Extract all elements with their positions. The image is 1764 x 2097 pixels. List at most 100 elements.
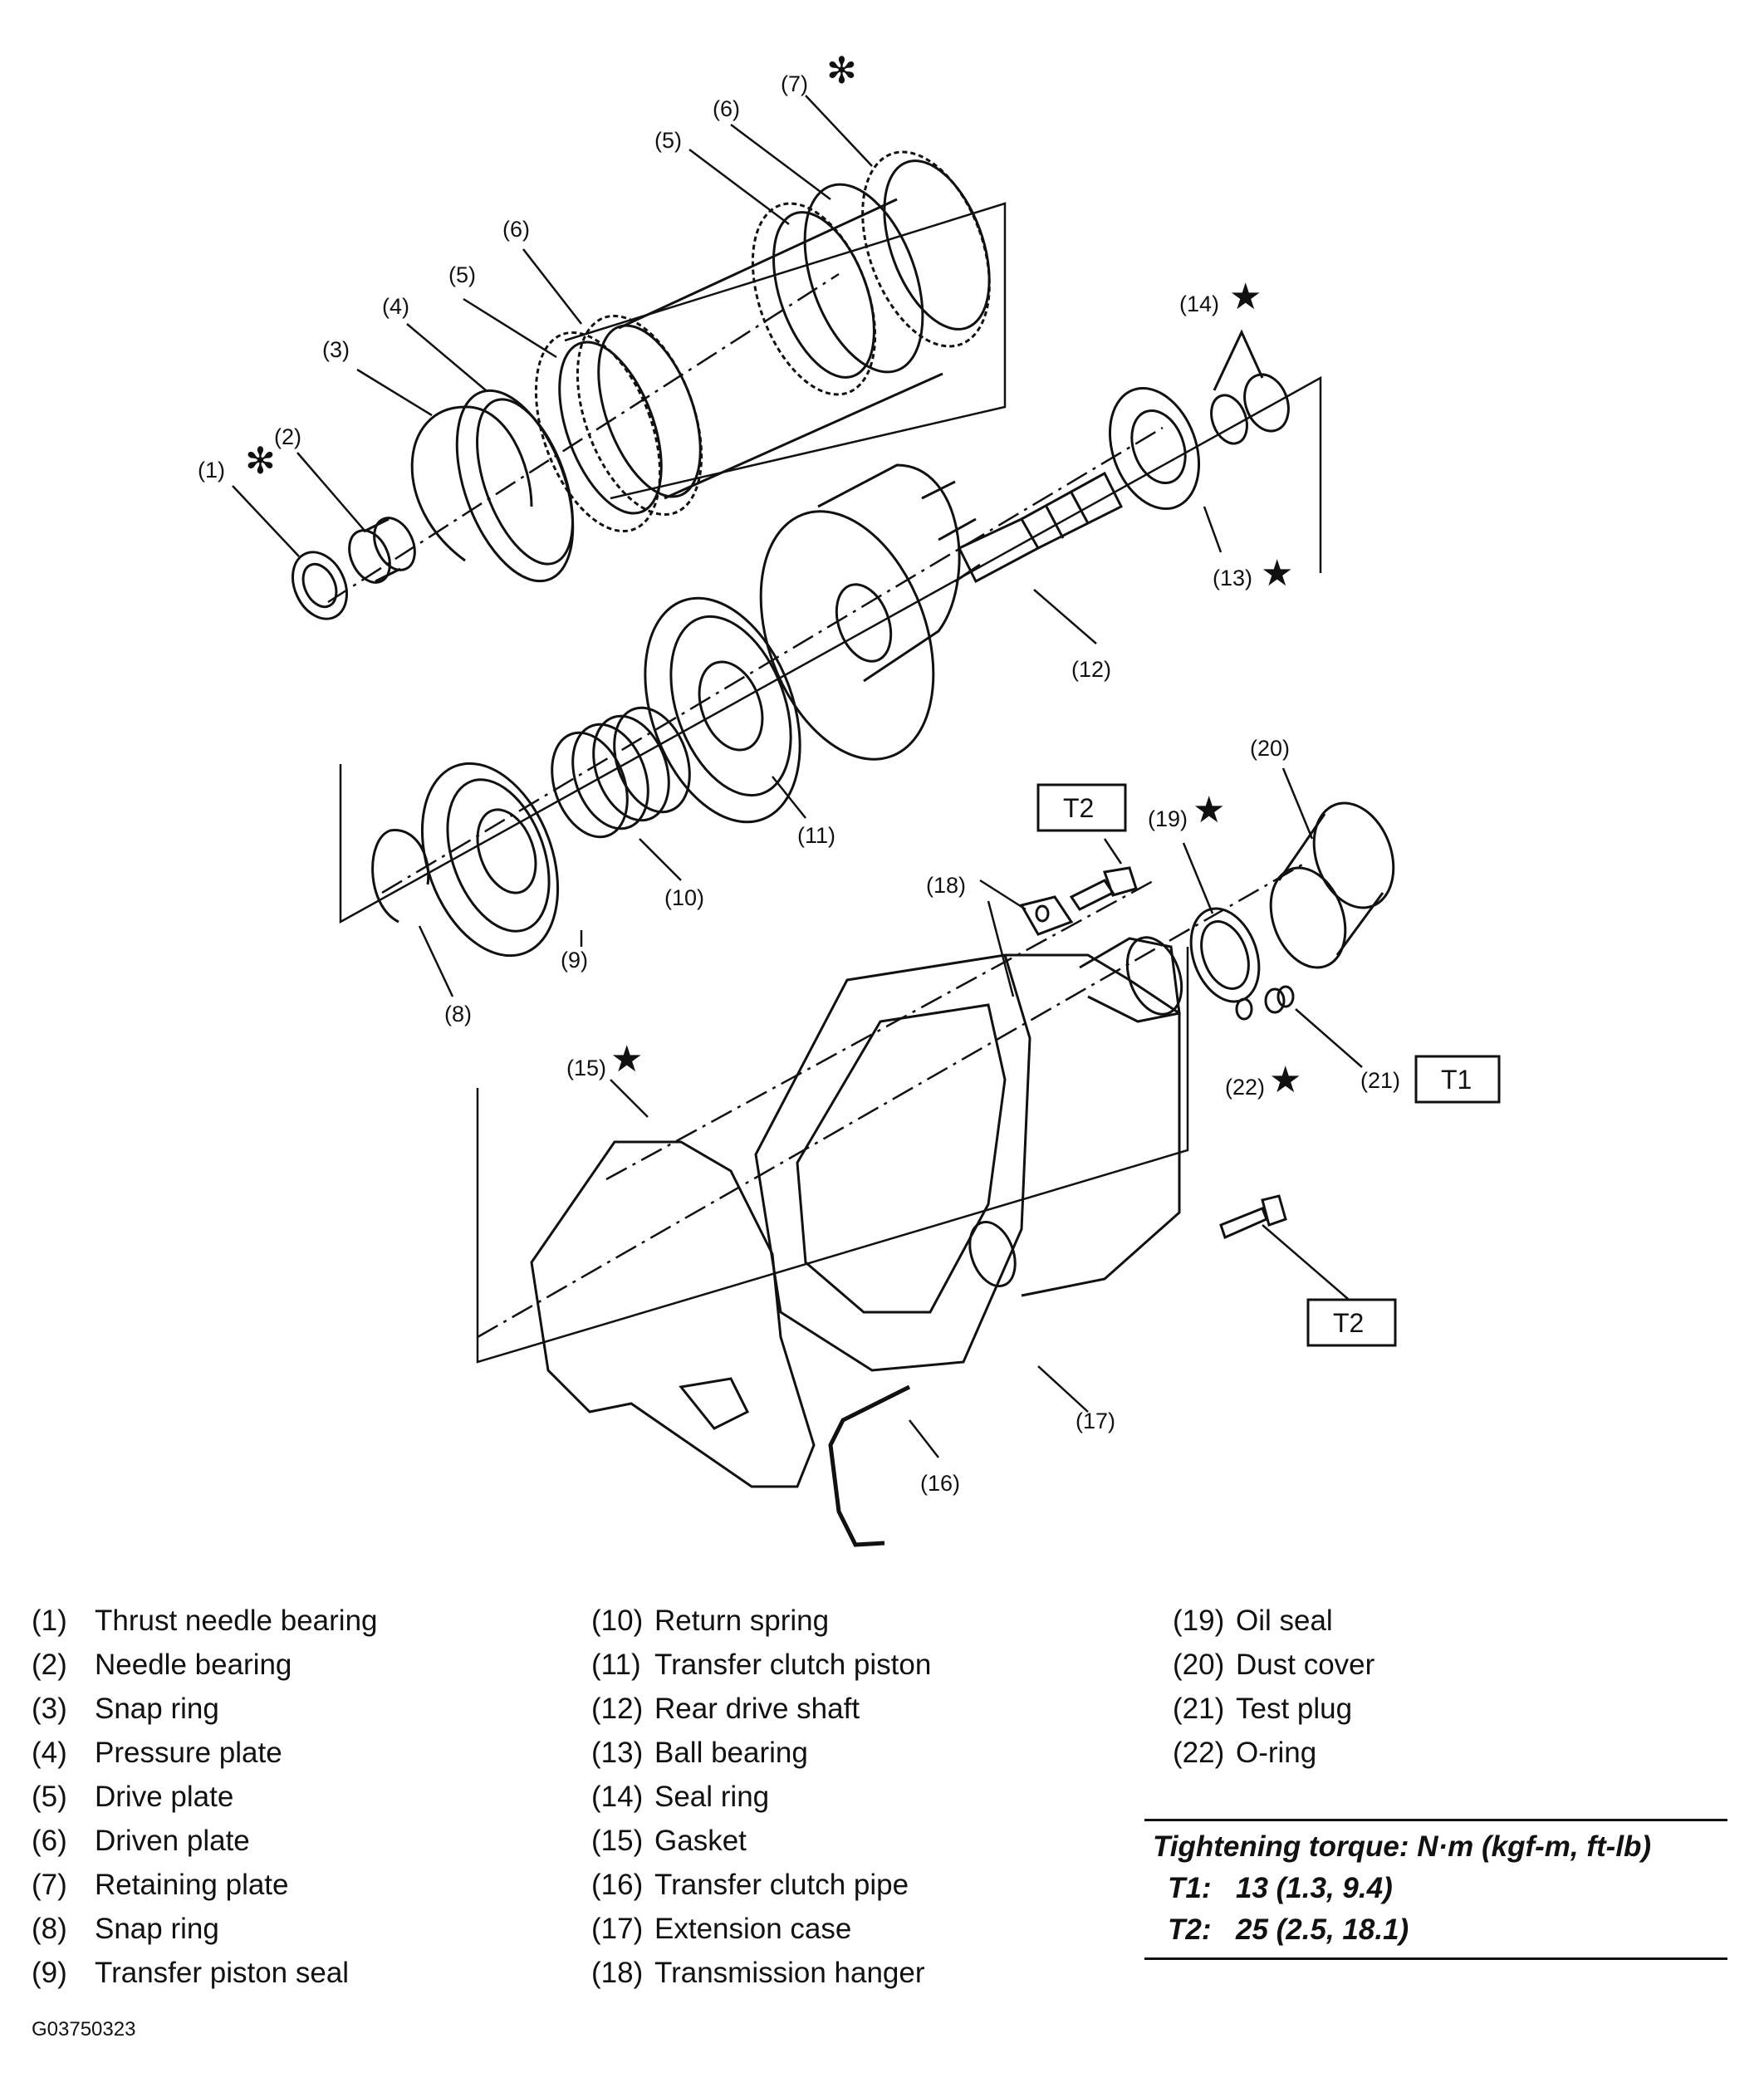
legend-item-name: Transfer piston seal — [95, 1957, 350, 1989]
legend-item: (13)Ball bearing — [591, 1731, 931, 1775]
legend-item-name: Transfer clutch piston — [654, 1649, 932, 1681]
callout-5: (5) — [448, 262, 476, 287]
callout-6b: (6) — [713, 96, 740, 121]
legend-item-number: (15) — [591, 1825, 644, 1857]
legend-item-name: Ball bearing — [654, 1737, 808, 1769]
legend-item: (3) Snap ring — [32, 1687, 378, 1731]
assembly-axis-lines — [327, 272, 1305, 1339]
torque-box-label: T1 — [1441, 1065, 1472, 1095]
torque-row-t2: T2: 25 (2.5, 18.1) — [1144, 1909, 1727, 1951]
leader-lines — [232, 95, 1363, 1458]
legend-item-number: (11) — [591, 1649, 641, 1681]
gasket-part — [530, 1140, 816, 1488]
legend-item: (1) Thrust needle bearing — [32, 1599, 378, 1643]
legend-item-number: (9) — [32, 1957, 67, 1989]
legend-item-number: (2) — [32, 1649, 67, 1681]
parts-legend-column-2: (10)Return spring (11) Transfer clutch pis… — [591, 1599, 931, 1995]
torque-key: T2: — [1168, 1913, 1212, 1946]
legend-item-name: Rear drive shaft — [654, 1693, 860, 1725]
transfer-clutch-piston-part — [644, 596, 801, 824]
legend-item: (10)Return spring — [591, 1599, 931, 1643]
legend-item-number: (16) — [591, 1869, 644, 1901]
callout-7: (7) — [781, 71, 808, 96]
callout-10: (10) — [664, 885, 704, 910]
legend-item-name: Oil seal — [1236, 1605, 1333, 1637]
callout-4: (4) — [382, 294, 409, 319]
callout-15: (15) — [566, 1056, 606, 1080]
legend-item-number: (6) — [32, 1825, 67, 1857]
callout-12: (12) — [1071, 657, 1111, 682]
front-clutch-plates-part — [534, 314, 703, 533]
legend-item: (5) Drive plate — [32, 1775, 378, 1819]
return-spring-part — [551, 706, 691, 839]
asterisk-icon: ✻ — [826, 50, 857, 92]
legend-item-name: Transmission hanger — [654, 1957, 925, 1989]
snap-ring-part — [410, 405, 533, 562]
callout-13: (13) — [1213, 566, 1252, 590]
transfer-piston-seal-part — [420, 762, 560, 958]
legend-item: (18)Transmission hanger — [591, 1951, 931, 1995]
legend-item-name: Driven plate — [95, 1825, 250, 1857]
legend-item-name: Drive plate — [95, 1781, 234, 1813]
legend-item-number: (22) — [1173, 1737, 1225, 1769]
legend-item-name: Snap ring — [95, 1913, 219, 1945]
callout-19: (19) — [1148, 806, 1188, 831]
legend-item: (9) Transfer piston seal — [32, 1951, 378, 1995]
legend-item: (14)Seal ring — [591, 1775, 931, 1819]
star-icon: ★ — [1269, 1059, 1301, 1101]
callout-3: (3) — [322, 337, 350, 362]
callout-2: (2) — [274, 424, 301, 449]
legend-item: (21) Test plug — [1173, 1687, 1374, 1731]
rear-clutch-plates-part — [618, 150, 991, 500]
legend-item: (17) Extension case — [591, 1907, 931, 1951]
callout-6: (6) — [502, 217, 530, 242]
legend-item-number: (21) — [1173, 1693, 1225, 1725]
legend-item-name: Needle bearing — [95, 1649, 292, 1681]
legend-item-name: Extension case — [654, 1913, 852, 1945]
legend-item-number: (8) — [32, 1913, 67, 1945]
parts-legend-column-1: (1) Thrust needle bearing (2) Needle bearin… — [32, 1599, 378, 1995]
callout-1: (1) — [198, 458, 225, 483]
figure-id: G03750323 — [32, 2018, 136, 2041]
legend-item-number: (5) — [32, 1781, 67, 1813]
callout-8: (8) — [444, 1002, 472, 1026]
tightening-torque-table: Tightening torque: N·m (kgf-m, ft-lb) T1… — [1144, 1819, 1727, 1960]
legend-item-name: O-ring — [1236, 1737, 1317, 1769]
legend-item: (2) Needle bearing — [32, 1643, 378, 1687]
legend-item: (20)Dust cover — [1173, 1643, 1374, 1687]
torque-value: 13 (1.3, 9.4) — [1236, 1872, 1393, 1904]
callout-11: (11) — [797, 823, 835, 848]
torque-box-t1: T1 — [1414, 1055, 1501, 1104]
legend-item: (4)Pressure plate — [32, 1731, 378, 1775]
legend-item-number: (1) — [32, 1605, 67, 1637]
callout-9: (9) — [561, 948, 588, 973]
legend-item-number: (17) — [591, 1913, 644, 1945]
legend-item-number: (7) — [32, 1869, 67, 1901]
torque-box-label: T2 — [1063, 793, 1094, 823]
legend-item-name: Snap ring — [95, 1693, 219, 1725]
rear-drive-shaft-part — [759, 463, 1124, 761]
legend-item: (12)Rear drive shaft — [591, 1687, 931, 1731]
legend-item-number: (3) — [32, 1693, 67, 1725]
legend-item-name: Test plug — [1236, 1693, 1353, 1725]
torque-value: 25 (2.5, 18.1) — [1236, 1913, 1409, 1946]
callout-labels: (1) ✻ (2) (3) (4) (5) (6) (5) (6) (7) ✻ … — [198, 50, 1400, 1496]
torque-box-t2-bottom: T2 — [1306, 1298, 1397, 1347]
legend-item: (8) Snap ring — [32, 1907, 378, 1951]
callout-5b: (5) — [654, 128, 682, 153]
legend-item-number: (4) — [32, 1737, 67, 1769]
legend-item: (16) Transfer clutch pipe — [591, 1863, 931, 1907]
torque-row-t1: T1: 13 (1.3, 9.4) — [1144, 1868, 1727, 1909]
legend-item-name: Transfer clutch pipe — [654, 1869, 909, 1901]
callout-16: (16) — [920, 1471, 960, 1496]
thrust-needle-bearing-part — [292, 551, 348, 620]
side-bolt-part — [1219, 1194, 1287, 1240]
legend-item: (15)Gasket — [591, 1819, 931, 1863]
legend-item: (7)Retaining plate — [32, 1863, 378, 1907]
callout-22: (22) — [1225, 1075, 1265, 1100]
callout-14: (14) — [1179, 292, 1219, 316]
snap-ring-small-part — [371, 829, 430, 924]
legend-item-name: Seal ring — [654, 1781, 770, 1813]
legend-item-name: Thrust needle bearing — [95, 1605, 378, 1637]
needle-bearing-part — [348, 517, 416, 584]
